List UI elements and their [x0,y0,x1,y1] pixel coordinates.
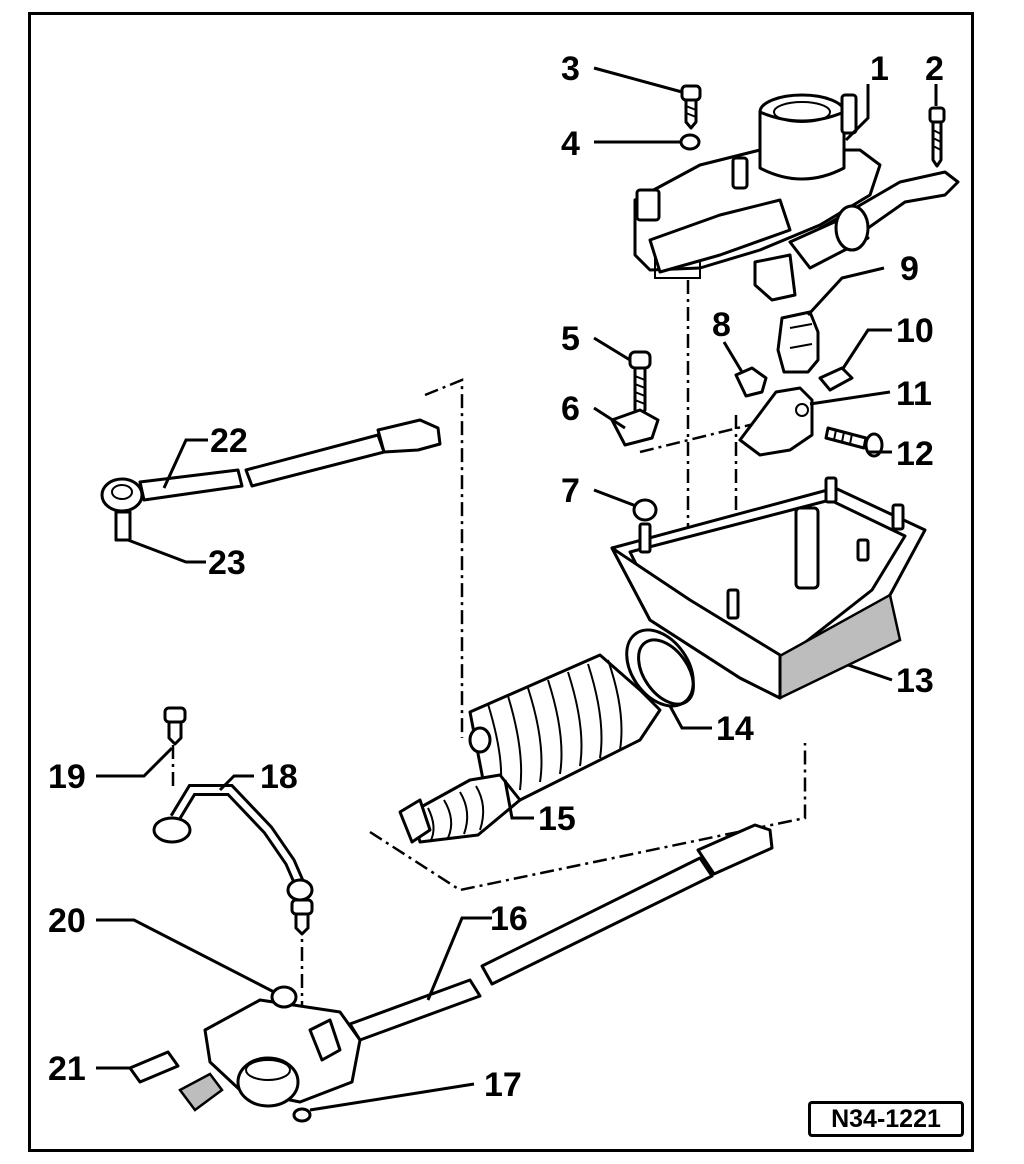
cable-16-rod [480,856,714,986]
leader-6 [593,406,626,430]
boot-15 [398,653,662,844]
callout-15: 15 [538,800,576,838]
leader-5 [593,336,631,362]
nut-7 [632,498,658,522]
leader-18 [218,774,254,792]
callout-leaders [96,66,938,1112]
rod-18 [152,784,314,902]
selector-mechanism [633,93,960,302]
cable-16 [348,823,774,1042]
bush-8 [734,366,768,398]
assembly-guide-lines [171,280,807,1020]
bolt-12 [824,426,884,458]
housing-13 [610,476,927,700]
callout-21: 21 [48,1050,86,1088]
drawing-reference-number: N34-1221 [808,1101,964,1137]
lever-hook [753,253,797,302]
bolt-2 [928,106,946,168]
callout-1: 1 [870,50,889,88]
housing-post [794,506,820,590]
lower-lever-assembly [178,998,362,1123]
pin-21 [128,1050,180,1084]
callout-18: 18 [260,758,298,796]
bracket-11 [738,386,814,457]
cable-22-rod [244,433,386,488]
fitting-23 [114,510,132,542]
leader-10 [840,328,892,371]
cable-16-end [696,823,774,876]
pin-10 [818,366,854,392]
lower-bushing [236,1056,300,1108]
leader-1 [844,84,870,142]
cable-22-end [376,418,442,454]
callout-9: 9 [900,250,919,288]
callout-7: 7 [561,472,580,510]
leader-8 [722,341,744,373]
mechanism-pin [840,93,858,135]
callout-labels: 1 2 3 4 5 6 7 8 9 10 11 12 13 14 15 16 1… [48,50,944,1104]
leader-17 [309,1082,475,1112]
callout-6: 6 [561,390,580,428]
diagram-frame [28,12,974,1152]
callout-11: 11 [896,375,932,413]
leader-15 [503,779,534,820]
leader-19 [96,746,174,778]
direction-arrow-icon [178,1072,224,1112]
nut-20 [270,985,298,1009]
callout-22: 22 [210,422,248,460]
callout-10: 10 [896,312,934,350]
leader-22 [162,438,208,489]
callout-23: 23 [208,544,246,582]
callout-14: 14 [716,710,754,748]
leader-20 [96,918,275,994]
clamp-ring-14 [625,628,695,708]
bolt-above-20 [290,898,314,936]
callout-20: 20 [48,902,86,940]
leader-9 [806,266,885,317]
washer-4 [679,133,701,151]
rod-18-eye [152,816,192,844]
mechanism-bracket [648,198,792,274]
leader-23 [127,538,206,564]
callout-19: 19 [48,758,86,796]
callout-13: 13 [896,662,934,700]
clip-6 [610,408,660,447]
callout-4: 4 [561,125,580,163]
callout-2: 2 [925,50,944,88]
bolt-19 [163,706,187,746]
guide-line-cable-22 [424,378,464,738]
leader-11 [809,390,891,406]
leader-16 [426,916,492,1001]
guide-line-clip [639,418,771,454]
leader-13 [847,663,893,682]
callout-8: 8 [712,306,731,344]
leader-14 [668,705,712,730]
callout-16: 16 [490,900,528,938]
callout-3: 3 [561,50,580,88]
callout-17: 17 [484,1066,522,1104]
cable-22 [100,418,442,513]
cable-22-eye [100,477,144,513]
guide-line-cable-16 [369,743,807,892]
bolt-3 [680,84,702,130]
connector-9 [776,310,820,374]
washer-17 [292,1107,312,1123]
callout-12: 12 [896,435,934,473]
leader-7 [593,488,637,508]
bolt-5 [628,350,652,418]
callout-5: 5 [561,320,580,358]
leader-3 [593,66,683,94]
